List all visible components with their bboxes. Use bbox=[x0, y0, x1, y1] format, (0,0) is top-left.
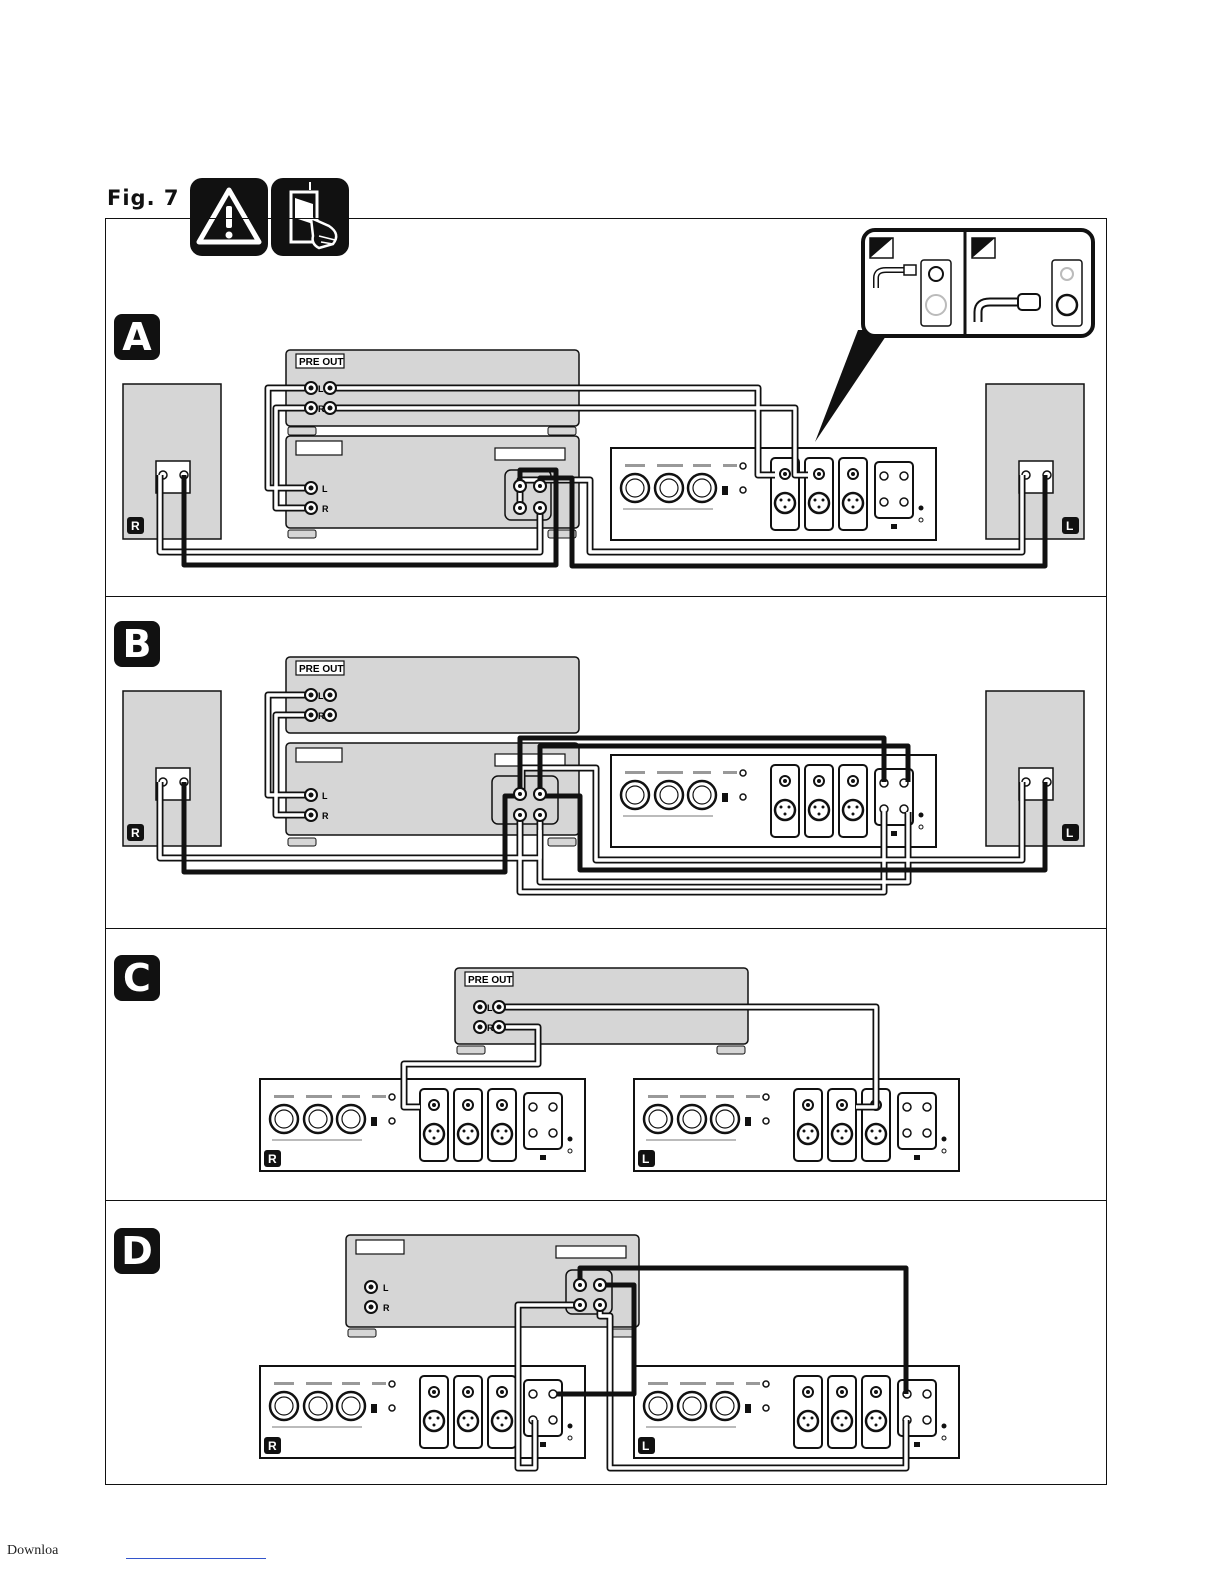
subwoofer-panel bbox=[611, 448, 936, 540]
pre-out-label: PRE OUT bbox=[468, 975, 512, 986]
section-b-diagram: PRE OUT bbox=[123, 657, 1084, 892]
left-speaker bbox=[986, 384, 1084, 539]
svg-text:R: R bbox=[383, 1303, 390, 1313]
svg-text:L: L bbox=[1066, 519, 1073, 533]
svg-text:R: R bbox=[131, 826, 140, 840]
svg-text:R: R bbox=[268, 1152, 277, 1166]
section-c-diagram: PRE OUT L R R L bbox=[260, 968, 959, 1171]
svg-text:L: L bbox=[318, 384, 324, 394]
right-speaker bbox=[123, 384, 221, 539]
section-d-diagram: L R R L bbox=[260, 1235, 959, 1468]
svg-text:L: L bbox=[487, 1003, 493, 1013]
section-a-diagram: PRE OUT bbox=[123, 230, 1093, 566]
left-subwoofer-panel bbox=[634, 1079, 959, 1171]
svg-text:L: L bbox=[318, 691, 324, 701]
svg-text:L: L bbox=[642, 1152, 649, 1166]
svg-text:R: R bbox=[131, 519, 140, 533]
svg-text:L: L bbox=[1066, 826, 1073, 840]
footer-text: Downloa bbox=[7, 1543, 58, 1559]
svg-text:L: L bbox=[383, 1283, 389, 1293]
svg-text:R: R bbox=[487, 1023, 494, 1033]
svg-text:R: R bbox=[318, 711, 325, 721]
footer-link-underline[interactable] bbox=[126, 1558, 266, 1559]
svg-text:R: R bbox=[318, 404, 325, 414]
svg-text:R: R bbox=[268, 1439, 277, 1453]
svg-text:L: L bbox=[322, 791, 328, 801]
svg-text:L: L bbox=[322, 484, 328, 494]
svg-text:L: L bbox=[642, 1439, 649, 1453]
right-subwoofer-panel bbox=[260, 1079, 585, 1171]
pre-out-label: PRE OUT bbox=[299, 357, 343, 368]
svg-text:R: R bbox=[322, 811, 329, 821]
pre-out-label: PRE OUT bbox=[299, 664, 343, 675]
svg-text:R: R bbox=[322, 504, 329, 514]
